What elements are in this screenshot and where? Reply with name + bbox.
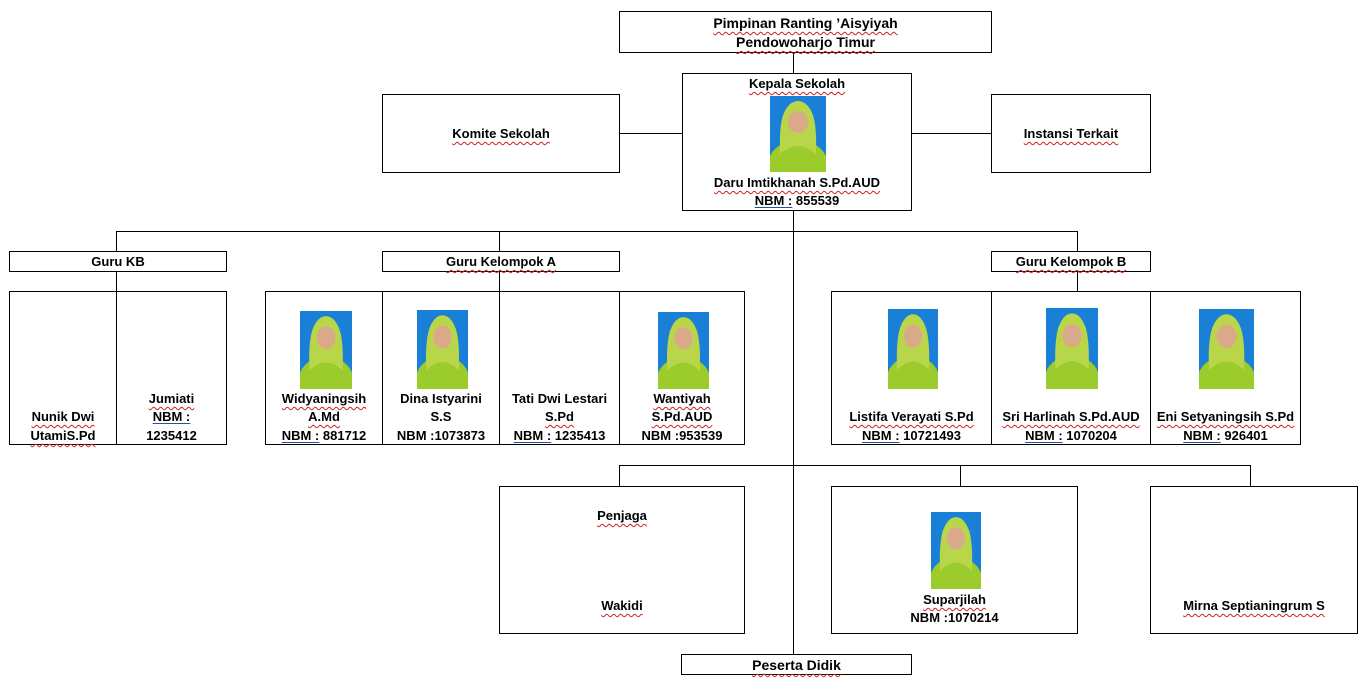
connector (793, 210, 794, 655)
peserta-didik-box: Peserta Didik (681, 654, 912, 675)
teacher-card: Sri Harlinah S.Pd.AUD NBM : 1070204 (991, 291, 1151, 445)
connector (619, 133, 683, 134)
teacher-card: Listifa Verayati S.Pd NBM : 10721493 (831, 291, 992, 445)
connector (619, 465, 620, 487)
instansi-box: Instansi Terkait (991, 94, 1151, 173)
teacher-name: Listifa Verayati S.Pd (849, 409, 974, 424)
guru-kelompok-b-label: Guru Kelompok B (1015, 254, 1127, 269)
teacher-degree: S.S (430, 409, 452, 424)
guru-kelompok-a-label: Guru Kelompok A (445, 254, 557, 269)
staff-nbm: NBM :1070214 (910, 610, 999, 625)
teacher-nbm-label: NBM : (281, 428, 320, 443)
staff-photo (931, 512, 981, 589)
teacher-name: Jumiati (148, 391, 195, 406)
teacher-nbm-value: 926401 (1220, 428, 1268, 443)
kepala-name: Daru Imtikhanah S.Pd.AUD (713, 175, 881, 190)
teacher-name: Wantiyah (653, 391, 711, 406)
organization-branch: Pendowoharjo Timur (736, 34, 875, 50)
kepala-nbm-value: 855539 (792, 193, 840, 208)
connector (793, 52, 794, 74)
kepala-title: Kepala Sekolah (748, 76, 846, 91)
staff-name: Mirna Septianingrum S (1183, 598, 1325, 613)
teacher-card: Widyaningsih A.Md NBM : 881712 (265, 291, 383, 445)
teacher-degree: A.Md (308, 409, 340, 424)
instansi-label: Instansi Terkait (1023, 126, 1119, 141)
kepala-sekolah-box: Kepala Sekolah Daru Imtikhanah S.Pd.AUD … (682, 73, 912, 211)
teacher-nbm-label: NBM : (1183, 428, 1221, 443)
connector (911, 133, 992, 134)
penjaga-name: Wakidi (601, 598, 643, 613)
connector (619, 465, 1251, 466)
teacher-nbm-value: 1235413 (551, 428, 606, 443)
connector (1077, 271, 1078, 292)
connector (1077, 231, 1078, 252)
teacher-degree: S.Pd.AUD (651, 409, 713, 424)
penjaga-box: Penjaga Wakidi (499, 486, 745, 634)
teacher-name: Eni Setyaningsih S.Pd (1156, 409, 1295, 424)
teacher-photo (1046, 308, 1098, 389)
kepala-photo (770, 96, 826, 172)
guru-kelompok-b-header: Guru Kelompok B (991, 251, 1151, 272)
connector (116, 231, 117, 252)
staff-name: Suparjilah (923, 592, 986, 607)
staff-card: Suparjilah NBM :1070214 (831, 486, 1078, 634)
guru-kelompok-a-header: Guru Kelompok A (382, 251, 620, 272)
guru-kb-label: Guru KB (91, 254, 145, 269)
teacher-degree: S.Pd (545, 409, 574, 424)
teacher-card: Wantiyah S.Pd.AUD NBM :953539 (619, 291, 745, 445)
teacher-card: Dina Istyarini S.S NBM :1073873 (382, 291, 500, 445)
teacher-nbm: NBM :953539 (641, 428, 723, 443)
kepala-nbm-label: NBM : (754, 193, 793, 208)
penjaga-title: Penjaga (597, 508, 647, 523)
teacher-card: Jumiati NBM : 1235412 (116, 291, 227, 445)
teacher-nbm-value: 1070204 (1062, 428, 1117, 443)
teacher-name: Dina Istyarini (400, 391, 482, 406)
teacher-nbm-label: NBM : (862, 428, 900, 443)
connector (499, 231, 500, 252)
komite-box: Komite Sekolah (382, 94, 620, 173)
teacher-nbm-label: NBM : (152, 409, 191, 424)
teacher-nbm-label: NBM : (1025, 428, 1063, 443)
teacher-photo (300, 311, 352, 389)
peserta-didik-label: Peserta Didik (752, 657, 841, 673)
teacher-photo (888, 309, 938, 389)
organization-name: Pimpinan Ranting ’Aisyiyah (713, 15, 898, 31)
connector (960, 465, 961, 487)
teacher-card: Tati Dwi Lestari S.Pd NBM : 1235413 (499, 291, 620, 445)
staff-card: Mirna Septianingrum S (1150, 486, 1358, 634)
teacher-photo (658, 312, 709, 389)
connector (499, 271, 500, 292)
komite-label: Komite Sekolah (452, 126, 550, 141)
teacher-nbm-value: 881712 (319, 428, 367, 443)
teacher-name: Sri Harlinah S.Pd.AUD (1002, 409, 1140, 424)
teacher-name: Nunik Dwi (31, 409, 95, 424)
teacher-photo (1199, 309, 1254, 389)
teacher-nbm-value: 1235412 (146, 428, 197, 443)
connector (1250, 465, 1251, 487)
teacher-degree: UtamiS.Pd (30, 428, 96, 443)
teacher-card: Nunik Dwi UtamiS.Pd (9, 291, 117, 445)
teacher-name: Tati Dwi Lestari (511, 391, 608, 406)
teacher-photo (417, 310, 468, 389)
teacher-nbm: NBM :1073873 (396, 428, 486, 443)
teacher-nbm-label: NBM : (513, 428, 552, 443)
connector (116, 271, 117, 292)
teacher-name: Widyaningsih (281, 391, 367, 406)
teacher-nbm-value: 10721493 (899, 428, 961, 443)
top-organization-box: Pimpinan Ranting ’Aisyiyah Pendowoharjo … (619, 11, 992, 53)
connector (116, 231, 1078, 232)
guru-kb-header: Guru KB (9, 251, 227, 272)
teacher-card: Eni Setyaningsih S.Pd NBM : 926401 (1150, 291, 1301, 445)
